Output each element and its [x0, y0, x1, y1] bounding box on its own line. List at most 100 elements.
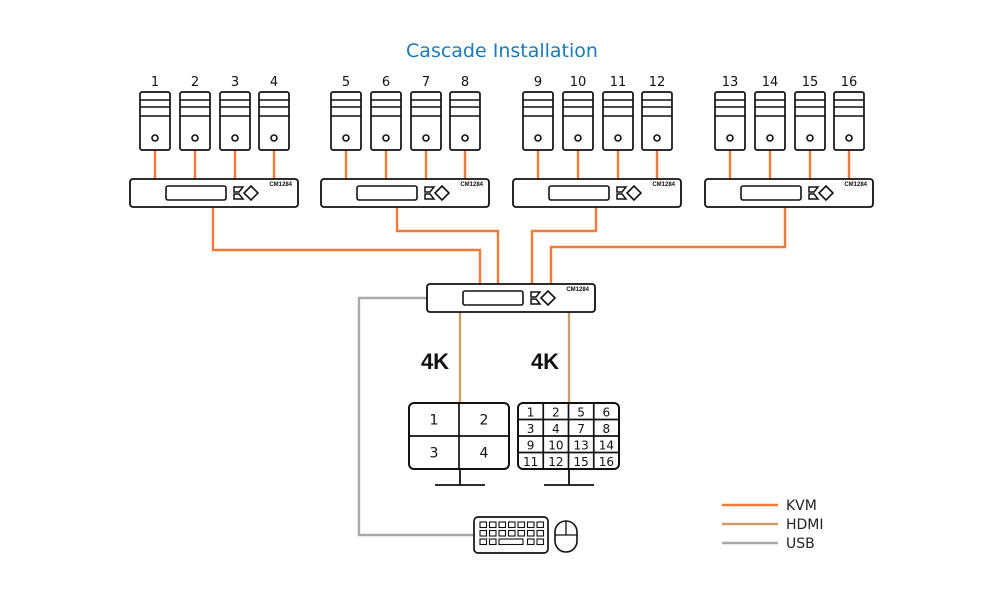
screen-cell-label: 3 [430, 446, 439, 462]
legend-item: USB [722, 536, 815, 552]
model-label: CM1284 [652, 182, 675, 188]
power-button-icon [382, 134, 390, 142]
legend-item: KVM [722, 498, 817, 514]
key [536, 538, 545, 546]
power-button-icon [270, 134, 278, 142]
screen-cell-label: 12 [548, 455, 563, 469]
legend-label: USB [786, 536, 815, 552]
keyboard-icon [473, 516, 549, 554]
computer-label: 15 [802, 75, 819, 90]
computer-label: 8 [461, 75, 469, 90]
logo-icon [616, 184, 643, 202]
logo-icon [424, 184, 451, 202]
model-label: CM1284 [460, 182, 483, 188]
power-button-icon [653, 134, 661, 142]
key [498, 529, 507, 537]
computer-label: 7 [422, 75, 430, 90]
key [507, 521, 516, 529]
computer: 13 [714, 75, 746, 151]
power-button-icon [614, 134, 622, 142]
screen-cell-label: 10 [548, 438, 563, 452]
key [479, 529, 488, 537]
logo-icon [530, 289, 557, 307]
computer-label: 5 [342, 75, 350, 90]
legend: KVM HDMI USB [722, 498, 824, 552]
key [479, 521, 488, 529]
model-label: CM1284 [566, 287, 589, 293]
screen-cell-label: 16 [599, 455, 614, 469]
screen-cell-label: 1 [430, 413, 439, 429]
4k-badge: 4K [421, 349, 449, 374]
key [517, 521, 526, 529]
power-button-icon [574, 134, 582, 142]
model-label: CM1284 [844, 182, 867, 188]
computer-label: 14 [762, 75, 779, 90]
screen-cell-label: 11 [523, 455, 538, 469]
computer: 5 [330, 75, 362, 151]
screen-cell-label: 8 [603, 422, 611, 436]
computer: 16 [833, 75, 865, 151]
cables [153, 150, 851, 537]
mouse-icon [554, 520, 578, 553]
legend-label: KVM [786, 498, 817, 514]
kvm-switch: CM1284 [704, 178, 874, 208]
screen-cell-label: 2 [552, 405, 560, 419]
screen-cell-label: 4 [552, 422, 560, 436]
kvm-cable [549, 207, 787, 284]
kvm-switch: CM1284 [320, 178, 490, 208]
power-button-icon [191, 134, 199, 142]
computer: 15 [794, 75, 826, 151]
screen-cell-label: 4 [480, 446, 489, 462]
legend-item: HDMI [722, 517, 824, 533]
computer-label: 3 [231, 75, 239, 90]
key [488, 538, 497, 546]
computer: 2 [179, 75, 211, 151]
key [526, 538, 535, 546]
screen-cell-label: 3 [527, 422, 535, 436]
power-button-icon [534, 134, 542, 142]
lcd-display [740, 185, 802, 201]
screen-cell-label: 5 [577, 405, 585, 419]
screen-cell-label: 14 [599, 438, 614, 452]
computer-label: 12 [649, 75, 666, 90]
computer-label: 2 [191, 75, 199, 90]
diagram-title: Cascade Installation [406, 40, 598, 62]
kvm-switch: CM1284 [512, 178, 682, 208]
legend-label: HDMI [786, 517, 824, 533]
computer: 7 [410, 75, 442, 151]
model-label: CM1284 [269, 182, 292, 188]
spacebar [498, 538, 524, 546]
key [536, 521, 545, 529]
key [526, 521, 535, 529]
power-button-icon [231, 134, 239, 142]
screen-cell-label: 6 [603, 405, 611, 419]
power-button-icon [461, 134, 469, 142]
computer: 14 [754, 75, 786, 151]
key [488, 529, 497, 537]
computer: 10 [562, 75, 594, 151]
key [526, 529, 535, 537]
key [536, 529, 545, 537]
power-button-icon [342, 134, 350, 142]
kvm-cable [395, 207, 500, 284]
key [479, 538, 488, 546]
usb-cable [357, 296, 474, 537]
computer-label: 6 [382, 75, 390, 90]
lcd-display [165, 185, 227, 201]
computer: 3 [219, 75, 251, 151]
key [488, 521, 497, 529]
key [498, 521, 507, 529]
screen-cell-label: 7 [577, 422, 585, 436]
kvm-cable [530, 207, 598, 284]
power-button-icon [151, 134, 159, 142]
logo-icon [808, 184, 835, 202]
power-button-icon [845, 134, 853, 142]
lcd-display [462, 290, 524, 306]
computer: 12 [641, 75, 673, 151]
computer: 6 [370, 75, 402, 151]
